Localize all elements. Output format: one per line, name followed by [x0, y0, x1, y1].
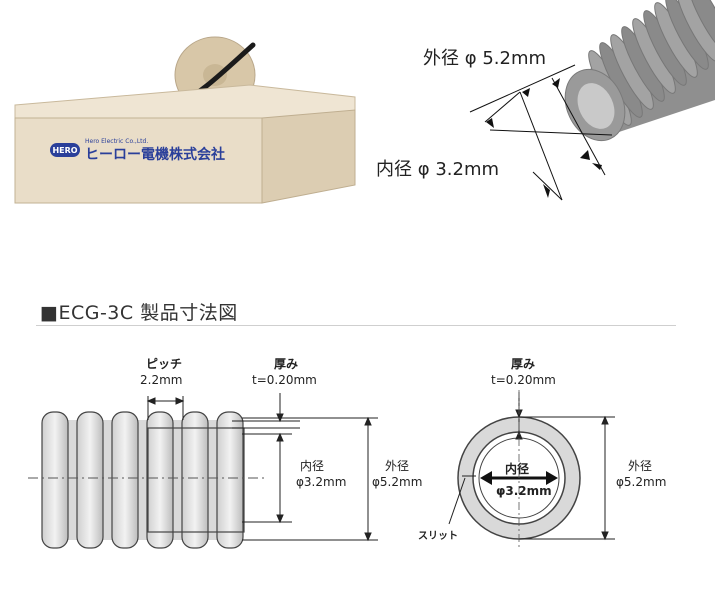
product-box-photo: HERO Hero Electric Co.,Ltd. ヒーロー電機株式会社	[14, 36, 356, 204]
pitch-value: 2.2mm	[140, 373, 183, 387]
inner-diameter-dimension	[242, 432, 292, 524]
cross-section-tube	[457, 416, 581, 540]
cross-thickness-label: 厚み	[511, 357, 536, 371]
tube-photo	[469, 0, 715, 201]
side-view-tube	[41, 411, 245, 549]
slit-marker	[448, 475, 476, 525]
side-view-rib	[181, 411, 209, 549]
cross-inner-value: φ3.2mm	[496, 484, 552, 498]
hero-logo	[50, 143, 80, 157]
side-thickness-label: 厚み	[274, 357, 299, 371]
side-view-rib	[111, 411, 139, 549]
pitch-label: ピッチ	[146, 357, 183, 371]
tube-photo-outer-label: 外径 φ 5.2mm	[423, 48, 547, 69]
tube-photo-body	[564, 0, 715, 142]
side-outer-value: φ5.2mm	[372, 475, 423, 489]
side-view-rib	[146, 411, 174, 549]
side-inner-value: φ3.2mm	[296, 475, 347, 489]
slit-label: スリット	[418, 531, 458, 542]
section-divider	[36, 325, 676, 326]
cross-thickness-dimension	[515, 392, 523, 440]
cross-outer-dimension	[519, 415, 615, 541]
box-brand-en: Hero Electric Co.,Ltd.	[85, 138, 148, 145]
hero-logo-text: HERO	[52, 146, 77, 155]
tube-photo-dimension-lines	[469, 64, 613, 201]
thickness-dimension	[232, 393, 300, 429]
side-view-rib	[216, 411, 244, 549]
tube-photo-rib	[687, 0, 715, 54]
side-view-rib	[76, 411, 104, 549]
side-outer-label: 外径	[385, 459, 410, 473]
box-side	[261, 109, 356, 204]
side-view-rib	[41, 411, 69, 549]
cross-thickness-value: t=0.20mm	[491, 373, 556, 387]
box-brand-jp: ヒーロー電機株式会社	[85, 146, 225, 163]
pitch-dimension	[146, 396, 185, 420]
tube-photo-inner-label: 内径 φ 3.2mm	[376, 159, 500, 180]
cross-outer-value: φ5.2mm	[616, 475, 667, 489]
side-inner-label: 内径	[300, 459, 325, 473]
cross-outer-label: 外径	[628, 459, 653, 473]
section-title: ■ECG-3C 製品寸法図	[40, 302, 238, 324]
cross-inner-label: 内径	[505, 462, 530, 476]
side-thickness-value: t=0.20mm	[252, 373, 317, 387]
